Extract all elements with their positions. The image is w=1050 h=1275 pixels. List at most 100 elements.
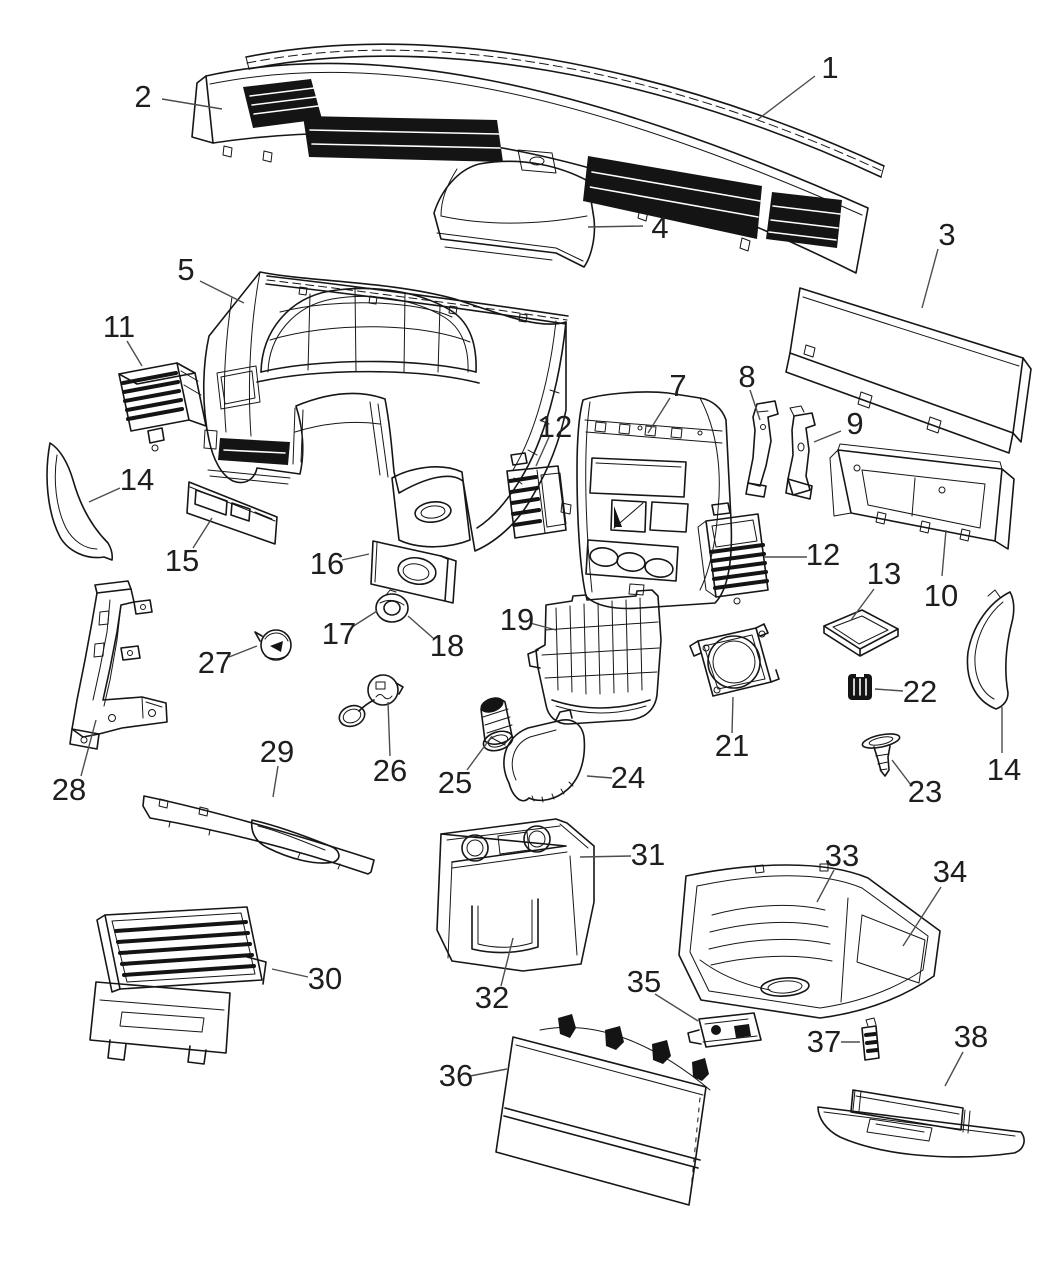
callout-30[interactable]: 30 xyxy=(308,961,342,996)
part-drawing-7-center-stack-bezel xyxy=(576,391,733,610)
leader-line-35 xyxy=(654,993,699,1022)
callout-9[interactable]: 9 xyxy=(846,406,863,441)
leader-line-14-left xyxy=(88,487,121,503)
part-drawing-14-right-pillar-trim xyxy=(966,589,1015,710)
leader-line-25 xyxy=(466,735,493,771)
leader-line-30 xyxy=(271,968,309,978)
part-drawing-10-airbag-module xyxy=(829,443,1015,550)
callout-17[interactable]: 17 xyxy=(322,616,356,651)
leader-line-36 xyxy=(469,1068,508,1077)
part-drawing-38-drawer xyxy=(817,1089,1025,1158)
leader-line-34 xyxy=(902,886,942,947)
callout-34[interactable]: 34 xyxy=(933,854,967,889)
callout-labels: 1 2 3 4 5 7 8 9 10 11 12 12 13 14 14 15 … xyxy=(52,50,1021,1093)
callout-36[interactable]: 36 xyxy=(439,1058,473,1093)
callout-33[interactable]: 33 xyxy=(825,838,859,873)
callout-35[interactable]: 35 xyxy=(627,964,661,999)
callout-2[interactable]: 2 xyxy=(134,79,151,114)
leader-line-29 xyxy=(272,765,279,798)
callout-37[interactable]: 37 xyxy=(807,1024,841,1059)
leader-line-13 xyxy=(850,588,875,621)
callout-25[interactable]: 25 xyxy=(438,765,472,800)
part-drawing-36-glovebox-door xyxy=(495,1014,711,1206)
part-drawing-35-latch xyxy=(687,1012,762,1048)
callout-7[interactable]: 7 xyxy=(669,368,686,403)
leader-line-4 xyxy=(587,225,644,228)
leader-line-3 xyxy=(921,248,939,309)
callout-31[interactable]: 31 xyxy=(631,837,665,872)
leader-line-9 xyxy=(813,430,842,443)
callout-16[interactable]: 16 xyxy=(310,546,344,581)
leader-line-33 xyxy=(816,869,835,903)
leader-line-15 xyxy=(192,517,213,549)
part-drawing-16-column-cover-plate xyxy=(370,540,457,604)
leader-line-10 xyxy=(941,529,947,577)
part-drawing-11-left-vent xyxy=(118,362,207,452)
callout-4[interactable]: 4 xyxy=(651,210,668,245)
callout-23[interactable]: 23 xyxy=(908,774,942,809)
callout-5[interactable]: 5 xyxy=(177,252,194,287)
leader-line-17 xyxy=(351,610,378,628)
part-drawing-33-34-console-tray xyxy=(678,863,941,1019)
part-drawing-29-lower-trim xyxy=(142,795,375,875)
leader-line-26 xyxy=(387,701,391,757)
part-drawing-1-cowl-strip xyxy=(245,43,885,178)
leader-line-28 xyxy=(80,719,97,777)
part-drawing-17-18-grommet xyxy=(375,589,409,623)
callout-28[interactable]: 28 xyxy=(52,772,86,807)
callout-19[interactable]: 19 xyxy=(500,602,534,637)
callout-13[interactable]: 13 xyxy=(867,556,901,591)
leader-line-18 xyxy=(407,615,434,639)
leader-line-2 xyxy=(161,98,223,110)
part-drawing-23-push-pin xyxy=(861,733,901,777)
callout-26[interactable]: 26 xyxy=(373,753,407,788)
part-drawing-8-bracket xyxy=(745,400,779,498)
part-drawing-12-right-center-vent xyxy=(697,502,769,605)
callout-12-left[interactable]: 12 xyxy=(538,409,572,444)
leader-line-22 xyxy=(874,688,904,692)
part-drawing-21-speaker-adapter xyxy=(689,623,780,697)
callout-12-right[interactable]: 12 xyxy=(806,537,840,572)
callout-18[interactable]: 18 xyxy=(430,628,464,663)
part-drawing-5-instrument-panel xyxy=(202,271,569,552)
leader-lines xyxy=(80,75,1003,1087)
callout-29[interactable]: 29 xyxy=(260,734,294,769)
callout-15[interactable]: 15 xyxy=(165,543,199,578)
callout-27[interactable]: 27 xyxy=(198,645,232,680)
part-drawing-15-cluster-bezel xyxy=(186,481,278,545)
part-drawing-25-power-outlet xyxy=(480,697,514,752)
leader-line-7 xyxy=(647,397,671,434)
leader-line-32 xyxy=(500,937,514,987)
callout-21[interactable]: 21 xyxy=(715,728,749,763)
callout-11[interactable]: 11 xyxy=(103,309,135,344)
part-drawing-9-bracket xyxy=(785,405,816,500)
leader-line-27 xyxy=(228,645,258,658)
leader-line-5 xyxy=(199,280,245,304)
part-drawing-14-left-pillar-trim xyxy=(46,442,114,561)
callout-1[interactable]: 1 xyxy=(821,50,838,85)
part-drawing-37-clip xyxy=(861,1017,880,1061)
callout-14-left[interactable]: 14 xyxy=(120,462,154,497)
part-drawing-28-bracket xyxy=(69,580,168,750)
part-drawing-31-32-console xyxy=(436,818,595,972)
part-drawing-22-clip xyxy=(848,673,872,700)
callout-3[interactable]: 3 xyxy=(938,217,955,252)
callout-14-right[interactable]: 14 xyxy=(987,752,1021,787)
part-drawing-24-column-shroud xyxy=(503,709,586,803)
leader-line-1 xyxy=(756,75,816,121)
callout-38[interactable]: 38 xyxy=(954,1019,988,1054)
part-drawing-30-floor-duct xyxy=(89,906,267,1065)
part-drawing-4-speaker-hood xyxy=(433,160,596,268)
callout-8[interactable]: 8 xyxy=(738,359,755,394)
leader-line-8 xyxy=(749,389,761,421)
part-drawing-26-cap-tether xyxy=(338,674,404,728)
leader-line-21 xyxy=(731,696,734,734)
callout-32[interactable]: 32 xyxy=(475,980,509,1015)
leader-line-19 xyxy=(529,622,557,631)
callout-10[interactable]: 10 xyxy=(924,578,958,613)
leader-line-31 xyxy=(579,855,632,858)
callout-22[interactable]: 22 xyxy=(903,674,937,709)
callout-24[interactable]: 24 xyxy=(611,760,645,795)
